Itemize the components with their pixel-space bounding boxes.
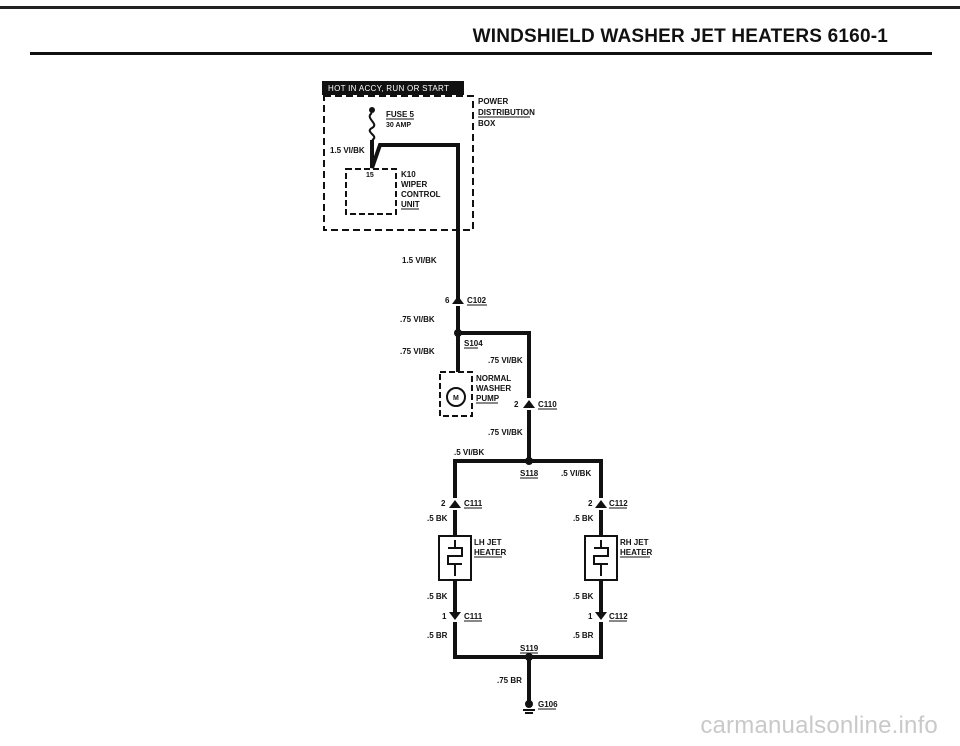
connector-c111-top: 2 C111 <box>441 499 483 509</box>
k10-label-4: UNIT <box>401 200 420 209</box>
power-banner <box>322 81 464 95</box>
washer-pump: M NORMAL WASHER PUMP <box>439 371 511 417</box>
c110-icon <box>523 400 535 408</box>
s104-label: S104 <box>464 339 483 348</box>
lh-heater-label-2: HEATER <box>474 548 507 557</box>
lh-heater-icon <box>447 540 463 576</box>
wire-s104-c110 <box>458 331 531 398</box>
c102-pin: 6 <box>445 296 450 305</box>
wire-label-w15: .75 BR <box>497 676 522 685</box>
lh-heater-label-1: LH JET <box>474 538 502 547</box>
power-box-label-2: DISTRIBUTION <box>478 108 535 117</box>
k10-pin: 15 <box>366 172 374 179</box>
c112-top-icon <box>595 500 607 508</box>
connector-c112-bottom: 1 C112 <box>588 612 628 622</box>
wire-label-w2: 1.5 VI/BK <box>402 256 437 265</box>
wire-label-w10: .5 BK <box>573 514 594 523</box>
power-box-label-1: POWER <box>478 97 508 106</box>
wire-label-w4: .75 VI/BK <box>400 347 435 356</box>
wire-label-w1: 1.5 VI/BK <box>330 146 365 155</box>
header-bottom-rule <box>30 52 932 55</box>
wire-label-w3: .75 VI/BK <box>400 315 435 324</box>
c110-name: C110 <box>538 400 557 409</box>
s119-label: S119 <box>520 644 539 653</box>
rh-heater-label-2: HEATER <box>620 548 653 557</box>
c111-top-name: C111 <box>464 499 483 508</box>
power-distribution-box: HOT IN ACCY, RUN OR START POWER DISTRIBU… <box>322 81 535 231</box>
k10-wiper-control-unit: 15 K10 WIPER CONTROL UNIT <box>345 168 441 215</box>
wire-s118-branches <box>453 459 603 498</box>
fuse-name: FUSE 5 <box>386 110 415 119</box>
c112-bottom-name: C112 <box>609 612 628 621</box>
watermark: carmanualsonline.info <box>700 712 938 739</box>
c112-bottom-icon <box>595 612 607 620</box>
ground-g106: G106 <box>523 700 558 714</box>
connector-c111-bottom: 1 C111 <box>442 612 483 622</box>
power-banner-text: HOT IN ACCY, RUN OR START <box>328 84 449 93</box>
pump-label-1: NORMAL <box>476 374 511 383</box>
wire-label-w7: .5 VI/BK <box>454 448 484 457</box>
rh-heater-icon <box>593 540 609 576</box>
c112-bottom-pin: 1 <box>588 612 593 621</box>
wire-label-w13: .5 BR <box>427 631 448 640</box>
lh-jet-heater: LH JET HEATER <box>438 535 507 581</box>
rh-jet-heater: RH JET HEATER <box>584 535 653 581</box>
wire-label-w14: .5 BR <box>573 631 594 640</box>
wire-label-w11: .5 BK <box>427 592 448 601</box>
k10-label-2: WIPER <box>401 180 427 189</box>
fuse-top-node <box>369 107 375 113</box>
rh-heater-label-1: RH JET <box>620 538 649 547</box>
page-title: WINDSHIELD WASHER JET HEATERS 6160-1 <box>472 26 888 47</box>
c110-pin: 2 <box>514 400 519 409</box>
pump-box <box>439 371 473 417</box>
k10-label-3: CONTROL <box>401 190 441 199</box>
pump-label-3: PUMP <box>476 394 500 403</box>
ground-node <box>525 700 533 708</box>
ground-name: G106 <box>538 700 558 709</box>
c111-bottom-name: C111 <box>464 612 483 621</box>
power-box-outline <box>323 95 474 231</box>
c102-icon <box>452 296 464 304</box>
pump-label-2: WASHER <box>476 384 511 393</box>
fuse-5: FUSE 5 30 AMP <box>368 107 415 141</box>
c112-top-pin: 2 <box>588 499 593 508</box>
k10-box <box>345 168 397 215</box>
motor-icon <box>446 387 466 407</box>
motor-symbol: M <box>453 395 459 402</box>
connector-c112-top: 2 C112 <box>588 499 628 509</box>
wire-label-w12: .5 BK <box>573 592 594 601</box>
c112-top-name: C112 <box>609 499 628 508</box>
c111-top-icon <box>449 500 461 508</box>
c102-name: C102 <box>467 296 487 305</box>
wire-label-w5: .75 VI/BK <box>488 356 523 365</box>
wire-label-w9: .5 BK <box>427 514 448 523</box>
s118-label: S118 <box>520 469 539 478</box>
fuse-icon <box>368 112 376 141</box>
connector-c102: 6 C102 <box>445 296 487 306</box>
power-box-label-3: BOX <box>478 119 496 128</box>
header-top-rule <box>0 6 960 9</box>
wire-label-w6: .75 VI/BK <box>488 428 523 437</box>
c111-top-pin: 2 <box>441 499 446 508</box>
feed-wire <box>370 140 460 300</box>
c111-bottom-pin: 1 <box>442 612 447 621</box>
fuse-rating: 30 AMP <box>386 122 411 129</box>
c111-bottom-icon <box>449 612 461 620</box>
k10-label-1: K10 <box>401 170 416 179</box>
connector-c110: 2 C110 <box>514 400 557 410</box>
wire-label-w8: .5 VI/BK <box>561 469 591 478</box>
